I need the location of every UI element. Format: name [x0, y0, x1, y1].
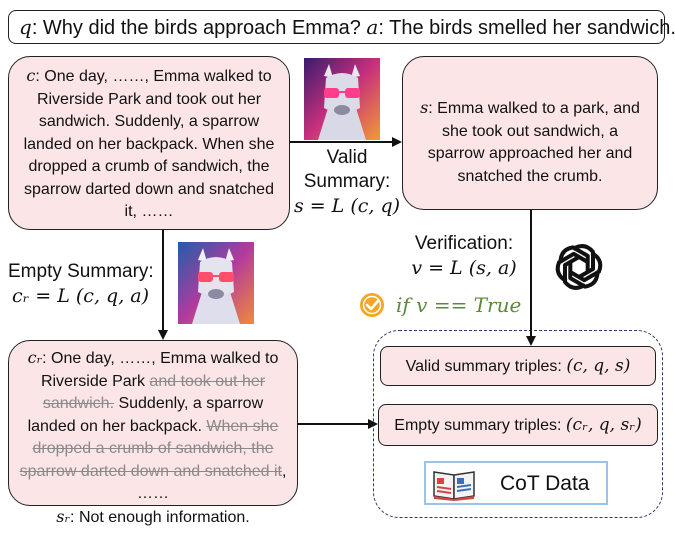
summary-box: s: Emma walked to a park, and she took o…	[402, 56, 658, 210]
context-box: c: One day, ……, Emma walked to Riverside…	[8, 56, 290, 230]
openai-logo-icon	[555, 244, 603, 290]
verification-label: Verification: v = L (s, a)	[404, 232, 524, 280]
valid-triples-box: Valid summary triples: (c, q, s)	[380, 346, 656, 386]
summary-symbol: s	[420, 98, 429, 117]
reduced-symbol: cᵣ	[27, 348, 43, 367]
q-symbol: q	[19, 15, 32, 39]
valid-summary-line2: Summary:	[303, 171, 391, 192]
sr-text: : Not enough information.	[70, 508, 250, 526]
llama-icon	[304, 58, 380, 140]
condition-text: if v == True	[396, 293, 522, 317]
check-circle-icon	[360, 293, 384, 317]
reduced-text-3: , ……	[137, 462, 287, 503]
valid-summary-line1: Valid	[326, 147, 368, 168]
empty-triples-formula: (cᵣ, q, sᵣ)	[565, 415, 642, 435]
valid-triples-label: Valid summary triples:	[405, 358, 567, 375]
empty-summary-label: Empty Summary: cᵣ = L (c, q, a)	[8, 260, 164, 308]
valid-summary-label: Valid Summary: s = L (c, q)	[292, 146, 402, 218]
empty-summary-formula: cᵣ = L (c, q, a)	[12, 285, 150, 307]
removed-text-1: and took out her sandwich.	[42, 372, 266, 413]
reduced-text-2: Suddenly, a sparrow landed on her backpa…	[27, 395, 264, 435]
question-text: : Why did the birds approach Emma?	[31, 17, 367, 39]
question-bar: q: Why did the birds approach Emma? a: T…	[8, 10, 675, 44]
empty-summary-line1: Empty Summary:	[8, 261, 154, 282]
valid-triples-formula: (c, q, s)	[566, 356, 631, 376]
cot-data-box: CoT Data	[424, 461, 608, 505]
answer-text: : The birds smelled her sandwich.	[378, 17, 675, 39]
context-symbol: c	[26, 66, 36, 85]
valid-summary-formula: s = L (c, q)	[293, 195, 401, 217]
reduced-context-box: cᵣ: One day, ……, Emma walked to Riversid…	[8, 340, 298, 526]
verification-line1: Verification:	[414, 233, 514, 254]
removed-text-2: When she dropped a crumb of sandwich, th…	[19, 417, 282, 480]
book-icon	[433, 471, 475, 501]
cot-data-label: CoT Data	[500, 472, 590, 495]
empty-triples-box: Empty summary triples: (cᵣ, q, sᵣ)	[378, 404, 658, 446]
empty-triples-label: Empty summary triples:	[394, 417, 566, 434]
llama-icon	[178, 242, 254, 324]
a-symbol: a	[366, 15, 379, 39]
sr-symbol: sᵣ	[56, 506, 71, 526]
verification-formula: v = L (s, a)	[411, 257, 517, 279]
context-text: : One day, ……, Emma walked to Riverside …	[23, 68, 275, 220]
summary-text: : Emma walked to a park, and she took ou…	[427, 100, 640, 185]
reduced-text-1: : One day, ……, Emma walked to Riverside …	[40, 350, 279, 390]
